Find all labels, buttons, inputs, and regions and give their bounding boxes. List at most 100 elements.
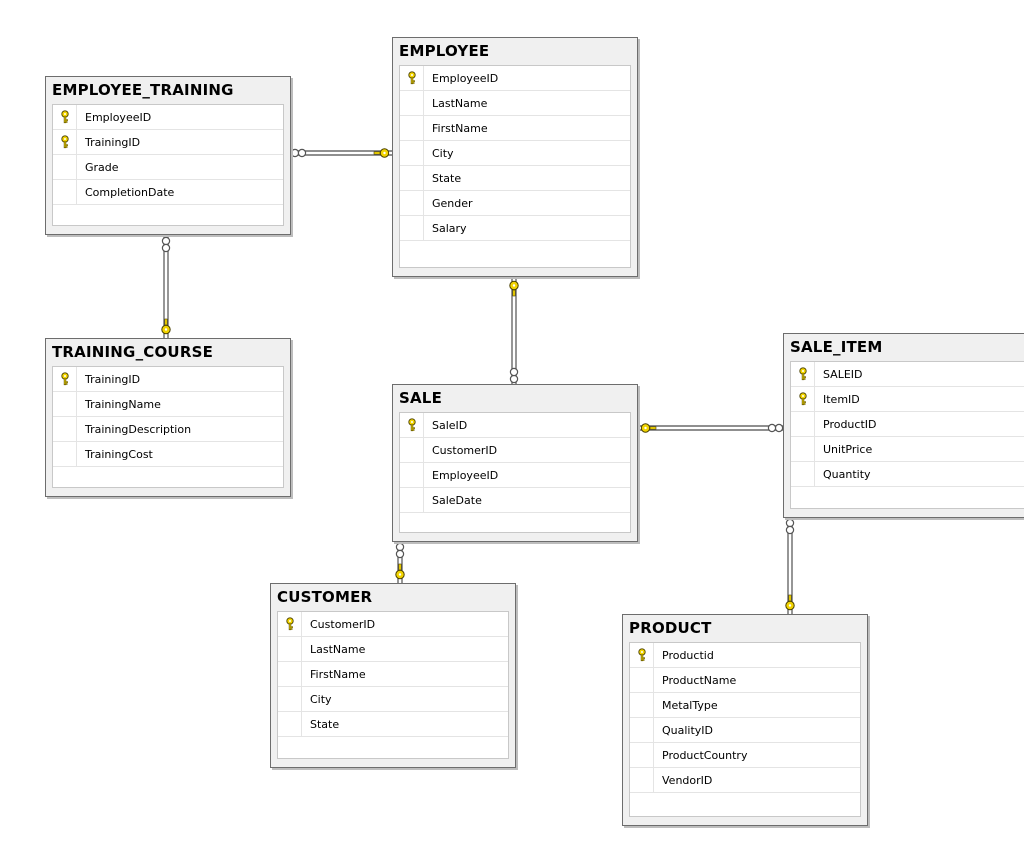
key-icon bbox=[373, 148, 390, 158]
column-row[interactable]: EmployeeID bbox=[400, 463, 630, 488]
column-row[interactable]: UnitPrice bbox=[791, 437, 1024, 462]
table-product[interactable]: PRODUCT Productid ProductName MetalType … bbox=[622, 614, 868, 826]
column-row[interactable]: Salary bbox=[400, 216, 630, 241]
table-training-course[interactable]: TRAINING_COURSE TrainingID TrainingName … bbox=[45, 338, 291, 497]
column-name: Productid bbox=[662, 648, 714, 662]
table-title: SALE bbox=[399, 389, 443, 407]
key-cell bbox=[400, 66, 424, 90]
relationship-line[interactable] bbox=[163, 236, 169, 338]
table-title: PRODUCT bbox=[629, 619, 712, 637]
column-name: SaleDate bbox=[432, 493, 482, 507]
key-cell bbox=[400, 438, 424, 462]
key-cell bbox=[278, 687, 302, 711]
column-row[interactable]: Productid bbox=[630, 643, 860, 668]
key-icon bbox=[509, 280, 519, 297]
column-row[interactable]: FirstName bbox=[400, 116, 630, 141]
key-cell bbox=[400, 216, 424, 240]
relationship-line[interactable] bbox=[787, 518, 793, 614]
table-employee[interactable]: EMPLOYEE EmployeeID LastName FirstName C… bbox=[392, 37, 638, 277]
column-row[interactable]: LastName bbox=[400, 91, 630, 116]
key-cell bbox=[630, 768, 654, 792]
key-cell bbox=[400, 166, 424, 190]
table-sale[interactable]: SALE SaleID CustomerID EmployeeID SaleDa… bbox=[392, 384, 638, 542]
key-cell bbox=[400, 141, 424, 165]
column-row[interactable]: CustomerID bbox=[278, 612, 508, 637]
column-list: SALEID ItemID ProductID UnitPrice Quanti… bbox=[790, 361, 1024, 509]
column-name: VendorID bbox=[662, 773, 713, 787]
primary-key-icon bbox=[407, 418, 416, 432]
relationship-line[interactable] bbox=[511, 277, 517, 384]
column-row[interactable]: TrainingCost bbox=[53, 442, 283, 467]
key-cell bbox=[400, 191, 424, 215]
table-title: EMPLOYEE_TRAINING bbox=[52, 81, 234, 99]
primary-key-icon bbox=[637, 648, 646, 662]
column-row[interactable]: MetalType bbox=[630, 693, 860, 718]
column-row[interactable]: CustomerID bbox=[400, 438, 630, 463]
column-row[interactable]: City bbox=[400, 141, 630, 166]
column-list: EmployeeID LastName FirstName City State… bbox=[399, 65, 631, 268]
column-row[interactable]: FirstName bbox=[278, 662, 508, 687]
column-name: TrainingDescription bbox=[85, 422, 192, 436]
column-row[interactable]: State bbox=[400, 166, 630, 191]
key-cell bbox=[400, 463, 424, 487]
column-name: City bbox=[310, 692, 332, 706]
column-name: Quantity bbox=[823, 467, 871, 481]
infinity-icon bbox=[161, 236, 171, 253]
column-name: TrainingID bbox=[85, 372, 141, 386]
key-cell bbox=[630, 743, 654, 767]
column-row[interactable]: TrainingDescription bbox=[53, 417, 283, 442]
table-employee-training[interactable]: EMPLOYEE_TRAINING EmployeeID TrainingID … bbox=[45, 76, 291, 235]
column-row[interactable]: ProductCountry bbox=[630, 743, 860, 768]
column-name: MetalType bbox=[662, 698, 718, 712]
column-name: City bbox=[432, 146, 454, 160]
key-cell bbox=[278, 712, 302, 736]
column-name: Salary bbox=[432, 221, 467, 235]
column-row[interactable]: Gender bbox=[400, 191, 630, 216]
column-row[interactable]: EmployeeID bbox=[400, 66, 630, 91]
column-row[interactable]: City bbox=[278, 687, 508, 712]
column-row[interactable]: Grade bbox=[53, 155, 283, 180]
column-row[interactable]: QualityID bbox=[630, 718, 860, 743]
key-icon bbox=[395, 563, 405, 580]
primary-key-icon bbox=[60, 372, 69, 386]
column-name: ProductName bbox=[662, 673, 737, 687]
column-row[interactable]: ProductID bbox=[791, 412, 1024, 437]
relationship-line[interactable] bbox=[637, 425, 784, 431]
key-cell bbox=[400, 488, 424, 512]
column-name: Grade bbox=[85, 160, 119, 174]
column-row[interactable]: SALEID bbox=[791, 362, 1024, 387]
column-name: QualityID bbox=[662, 723, 714, 737]
key-cell bbox=[400, 116, 424, 140]
column-row[interactable]: EmployeeID bbox=[53, 105, 283, 130]
primary-key-icon bbox=[798, 392, 807, 406]
column-row[interactable]: VendorID bbox=[630, 768, 860, 793]
column-row[interactable]: LastName bbox=[278, 637, 508, 662]
column-name: SaleID bbox=[432, 418, 468, 432]
column-row[interactable]: ItemID bbox=[791, 387, 1024, 412]
table-title: SALE_ITEM bbox=[790, 338, 883, 356]
column-row[interactable]: SaleDate bbox=[400, 488, 630, 513]
column-list: CustomerID LastName FirstName City State bbox=[277, 611, 509, 759]
relationship-line[interactable] bbox=[290, 150, 393, 156]
key-icon bbox=[785, 594, 795, 611]
column-list: Productid ProductName MetalType QualityI… bbox=[629, 642, 861, 817]
column-row[interactable]: TrainingName bbox=[53, 392, 283, 417]
key-cell bbox=[791, 462, 815, 486]
column-row[interactable]: SaleID bbox=[400, 413, 630, 438]
column-name: LastName bbox=[310, 642, 366, 656]
column-row[interactable]: TrainingID bbox=[53, 130, 283, 155]
table-customer[interactable]: CUSTOMER CustomerID LastName FirstName C… bbox=[270, 583, 516, 768]
column-row[interactable]: ProductName bbox=[630, 668, 860, 693]
column-row[interactable]: CompletionDate bbox=[53, 180, 283, 205]
column-name: FirstName bbox=[310, 667, 366, 681]
column-name: ProductID bbox=[823, 417, 877, 431]
column-name: ItemID bbox=[823, 392, 860, 406]
primary-key-icon bbox=[798, 367, 807, 381]
column-name: Gender bbox=[432, 196, 473, 210]
column-row[interactable]: Quantity bbox=[791, 462, 1024, 487]
column-row[interactable]: State bbox=[278, 712, 508, 737]
column-row[interactable]: TrainingID bbox=[53, 367, 283, 392]
table-title: EMPLOYEE bbox=[399, 42, 490, 60]
table-sale-item[interactable]: SALE_ITEM SALEID ItemID ProductID UnitPr… bbox=[783, 333, 1024, 518]
